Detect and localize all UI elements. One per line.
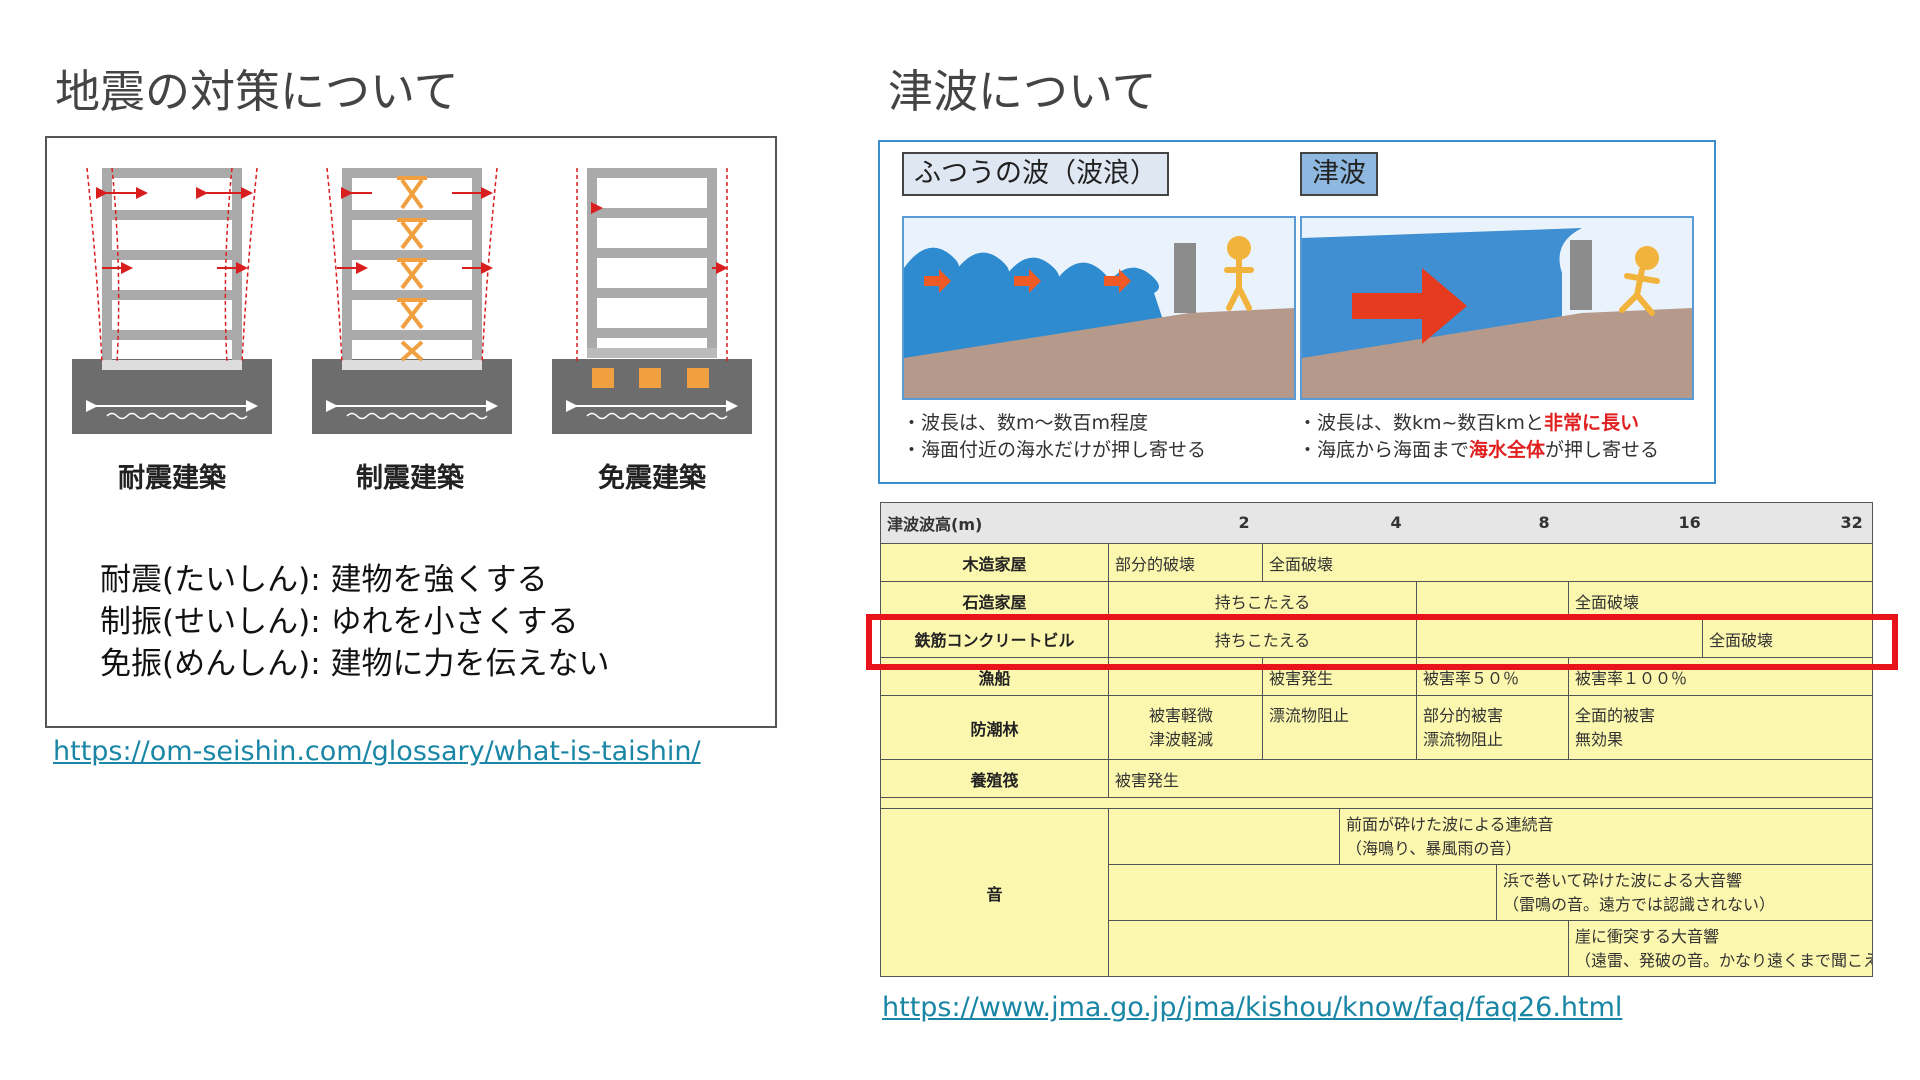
cell: 被害軽微津波軽減 bbox=[1108, 695, 1263, 760]
seishin-building bbox=[312, 167, 512, 434]
row-label-fishing-boat: 漁船 bbox=[880, 657, 1109, 696]
cell: 部分的被害漂流物阻止 bbox=[1416, 695, 1569, 760]
table-row: 石造家屋 持ちこたえる 全面破壊 bbox=[880, 581, 1873, 620]
rc-building-highlight bbox=[866, 614, 1898, 670]
tsunami-tag: 津波 bbox=[1300, 152, 1378, 196]
row-label-rc-building: 鉄筋コンクリートビル bbox=[880, 619, 1109, 658]
table-row: 木造家屋 部分的破壊 全面破壊 bbox=[880, 543, 1873, 582]
cell-line: （遠雷、発破の音。かなり遠くまで聞こえる） bbox=[1575, 950, 1872, 970]
cell: 被害発生 bbox=[1262, 657, 1417, 696]
table-row: 音 前面が砕けた波による連続音 （海鳴り、暴風雨の音） bbox=[880, 808, 1873, 977]
row-label-wood-house: 木造家屋 bbox=[880, 543, 1109, 582]
cell bbox=[1108, 920, 1569, 977]
taishin-description: 耐震(たいしん): 建物を強くする bbox=[100, 562, 548, 598]
cell: 崖に衝突する大音響 （遠雷、発破の音。かなり遠くまで聞こえる） bbox=[1568, 920, 1873, 977]
cell-line: 崖に衝突する大音響 bbox=[1575, 926, 1720, 946]
tsunami-caption-1-emphasis: 非常に長い bbox=[1543, 412, 1639, 434]
table-row: 鉄筋コンクリートビル 持ちこたえる 全面破壊 bbox=[880, 619, 1873, 658]
taishin-building bbox=[72, 167, 272, 434]
cell-line: 無効果 bbox=[1575, 729, 1624, 749]
cell: 被害率５０％ bbox=[1416, 657, 1569, 696]
tsunami-panel bbox=[1300, 216, 1694, 400]
menshin-description: 免振(めんしん): 建物に力を伝えない bbox=[100, 646, 610, 682]
table-row: 防潮林 被害軽微津波軽減 漂流物阻止 部分的被害漂流物阻止 全面的被害無効果 bbox=[880, 695, 1873, 760]
cell: 全面破壊 bbox=[1262, 543, 1873, 582]
cell bbox=[1108, 808, 1340, 865]
table-header-row: 津波波高(m) 1 2 4 8 16 32 bbox=[880, 502, 1873, 544]
scale-32: 32 bbox=[1840, 513, 1863, 532]
cell: 被害発生 bbox=[1108, 759, 1873, 798]
scale-8: 8 bbox=[1538, 513, 1550, 532]
table-row: 漁船 被害発生 被害率５０％ 被害率１００％ bbox=[880, 657, 1873, 696]
cell bbox=[1108, 864, 1497, 921]
normal-wave-caption-2: ・海面付近の海水だけが押し寄せる bbox=[902, 439, 1207, 461]
tsunami-illustration bbox=[1302, 218, 1692, 398]
tsunami-heading: 津波について bbox=[888, 65, 1157, 118]
row-label-stone-house: 石造家屋 bbox=[880, 581, 1109, 620]
taishin-label: 耐震建築 bbox=[118, 463, 226, 494]
earthquake-source-link[interactable]: https://om-seishin.com/glossary/what-is-… bbox=[53, 736, 701, 767]
tsunami-caption-2-emphasis: 海水全体 bbox=[1469, 439, 1546, 461]
cell bbox=[1416, 581, 1569, 620]
building-structures-illustration bbox=[72, 167, 752, 434]
scale-4: 4 bbox=[1390, 513, 1402, 532]
wave-comparison-figure: ふつうの波（波浪） 津波 ・波長は、数m～数百m程度 ・海面付近の海水だけが押し bbox=[878, 140, 1716, 484]
cell: 漂流物阻止 bbox=[1262, 695, 1417, 760]
header-label: 津波波高(m) bbox=[880, 502, 1109, 544]
menshin-building bbox=[552, 168, 752, 434]
seishin-label: 制震建築 bbox=[356, 463, 464, 494]
row-label-aquaculture: 養殖筏 bbox=[880, 759, 1109, 798]
tsunami-caption-2-text-a: ・海底から海面まで bbox=[1298, 439, 1470, 461]
tsunami-source-link[interactable]: https://www.jma.go.jp/jma/kishou/know/fa… bbox=[882, 992, 1623, 1023]
tsunami-caption-1-text: ・波長は、数km~数百kmと bbox=[1298, 412, 1544, 434]
cell bbox=[1108, 657, 1263, 696]
cell-line: 浜で巻いて砕けた波による大音響 bbox=[1503, 870, 1743, 890]
cell-line: 漂流物阻止 bbox=[1423, 729, 1504, 749]
tsunami-caption-1: ・波長は、数km~数百kmと非常に長い bbox=[1298, 410, 1639, 437]
table-row: 浜で巻いて砕けた波による大音響 （雷鳴の音。遠方では認識されない） bbox=[881, 864, 1873, 921]
cell: 全面破壊 bbox=[1702, 619, 1873, 658]
separator-cell bbox=[880, 797, 1873, 809]
cell: 部分的破壊 bbox=[1108, 543, 1263, 582]
cell-line: （雷鳴の音。遠方では認識されない） bbox=[1503, 894, 1776, 914]
cell: 全面破壊 bbox=[1568, 581, 1873, 620]
table-row: 崖に衝突する大音響 （遠雷、発破の音。かなり遠くまで聞こえる） bbox=[881, 920, 1873, 977]
normal-wave-panel bbox=[902, 216, 1296, 400]
cell-line: （海鳴り、暴風雨の音） bbox=[1346, 838, 1522, 858]
table-row: 養殖筏 被害発生 bbox=[880, 759, 1873, 798]
cell-line: 津波軽減 bbox=[1149, 729, 1214, 749]
cell: 持ちこたえる bbox=[1108, 581, 1417, 620]
cell: 前面が砕けた波による連続音 （海鳴り、暴風雨の音） bbox=[1339, 808, 1873, 865]
tsunami-caption-2: ・海底から海面まで海水全体が押し寄せる bbox=[1298, 437, 1659, 464]
cell bbox=[1416, 619, 1703, 658]
scale-2: 2 bbox=[1238, 513, 1250, 532]
normal-wave-caption-1: ・波長は、数m～数百m程度 bbox=[902, 412, 1149, 434]
normal-wave-illustration bbox=[904, 218, 1294, 398]
cell-line: 部分的被害 bbox=[1423, 705, 1504, 725]
menshin-label: 免震建築 bbox=[598, 463, 706, 494]
seishin-description: 制振(せいしん): ゆれを小さくする bbox=[100, 604, 579, 640]
row-label-tide-forest: 防潮林 bbox=[880, 695, 1109, 760]
row-label-sound: 音 bbox=[880, 808, 1109, 977]
cell: 被害率１００％ bbox=[1568, 657, 1873, 696]
cell: 持ちこたえる bbox=[1108, 619, 1417, 658]
cell: 全面的被害無効果 bbox=[1568, 695, 1873, 760]
cell-line: 全面的被害 bbox=[1575, 705, 1656, 725]
tsunami-caption-2-text-b: が押し寄せる bbox=[1545, 439, 1660, 461]
earthquake-figure-frame: 耐震建築 制震建築 免震建築 耐震(たいしん): 建物を強くする 制振(せいしん… bbox=[45, 136, 777, 728]
cell: 浜で巻いて砕けた波による大音響 （雷鳴の音。遠方では認識されない） bbox=[1496, 864, 1873, 921]
normal-wave-tag: ふつうの波（波浪） bbox=[902, 152, 1169, 196]
cell-line: 前面が砕けた波による連続音 bbox=[1346, 814, 1554, 834]
tsunami-damage-table: 津波波高(m) 1 2 4 8 16 32 木造家屋 部分的破壊 全面破壊 石造… bbox=[880, 502, 1873, 977]
height-scale: 1 2 4 8 16 32 bbox=[1108, 502, 1873, 544]
earthquake-heading: 地震の対策について bbox=[55, 65, 459, 118]
scale-16: 16 bbox=[1678, 513, 1701, 532]
cell-line: 被害軽微 bbox=[1149, 705, 1214, 725]
table-separator bbox=[880, 797, 1873, 809]
